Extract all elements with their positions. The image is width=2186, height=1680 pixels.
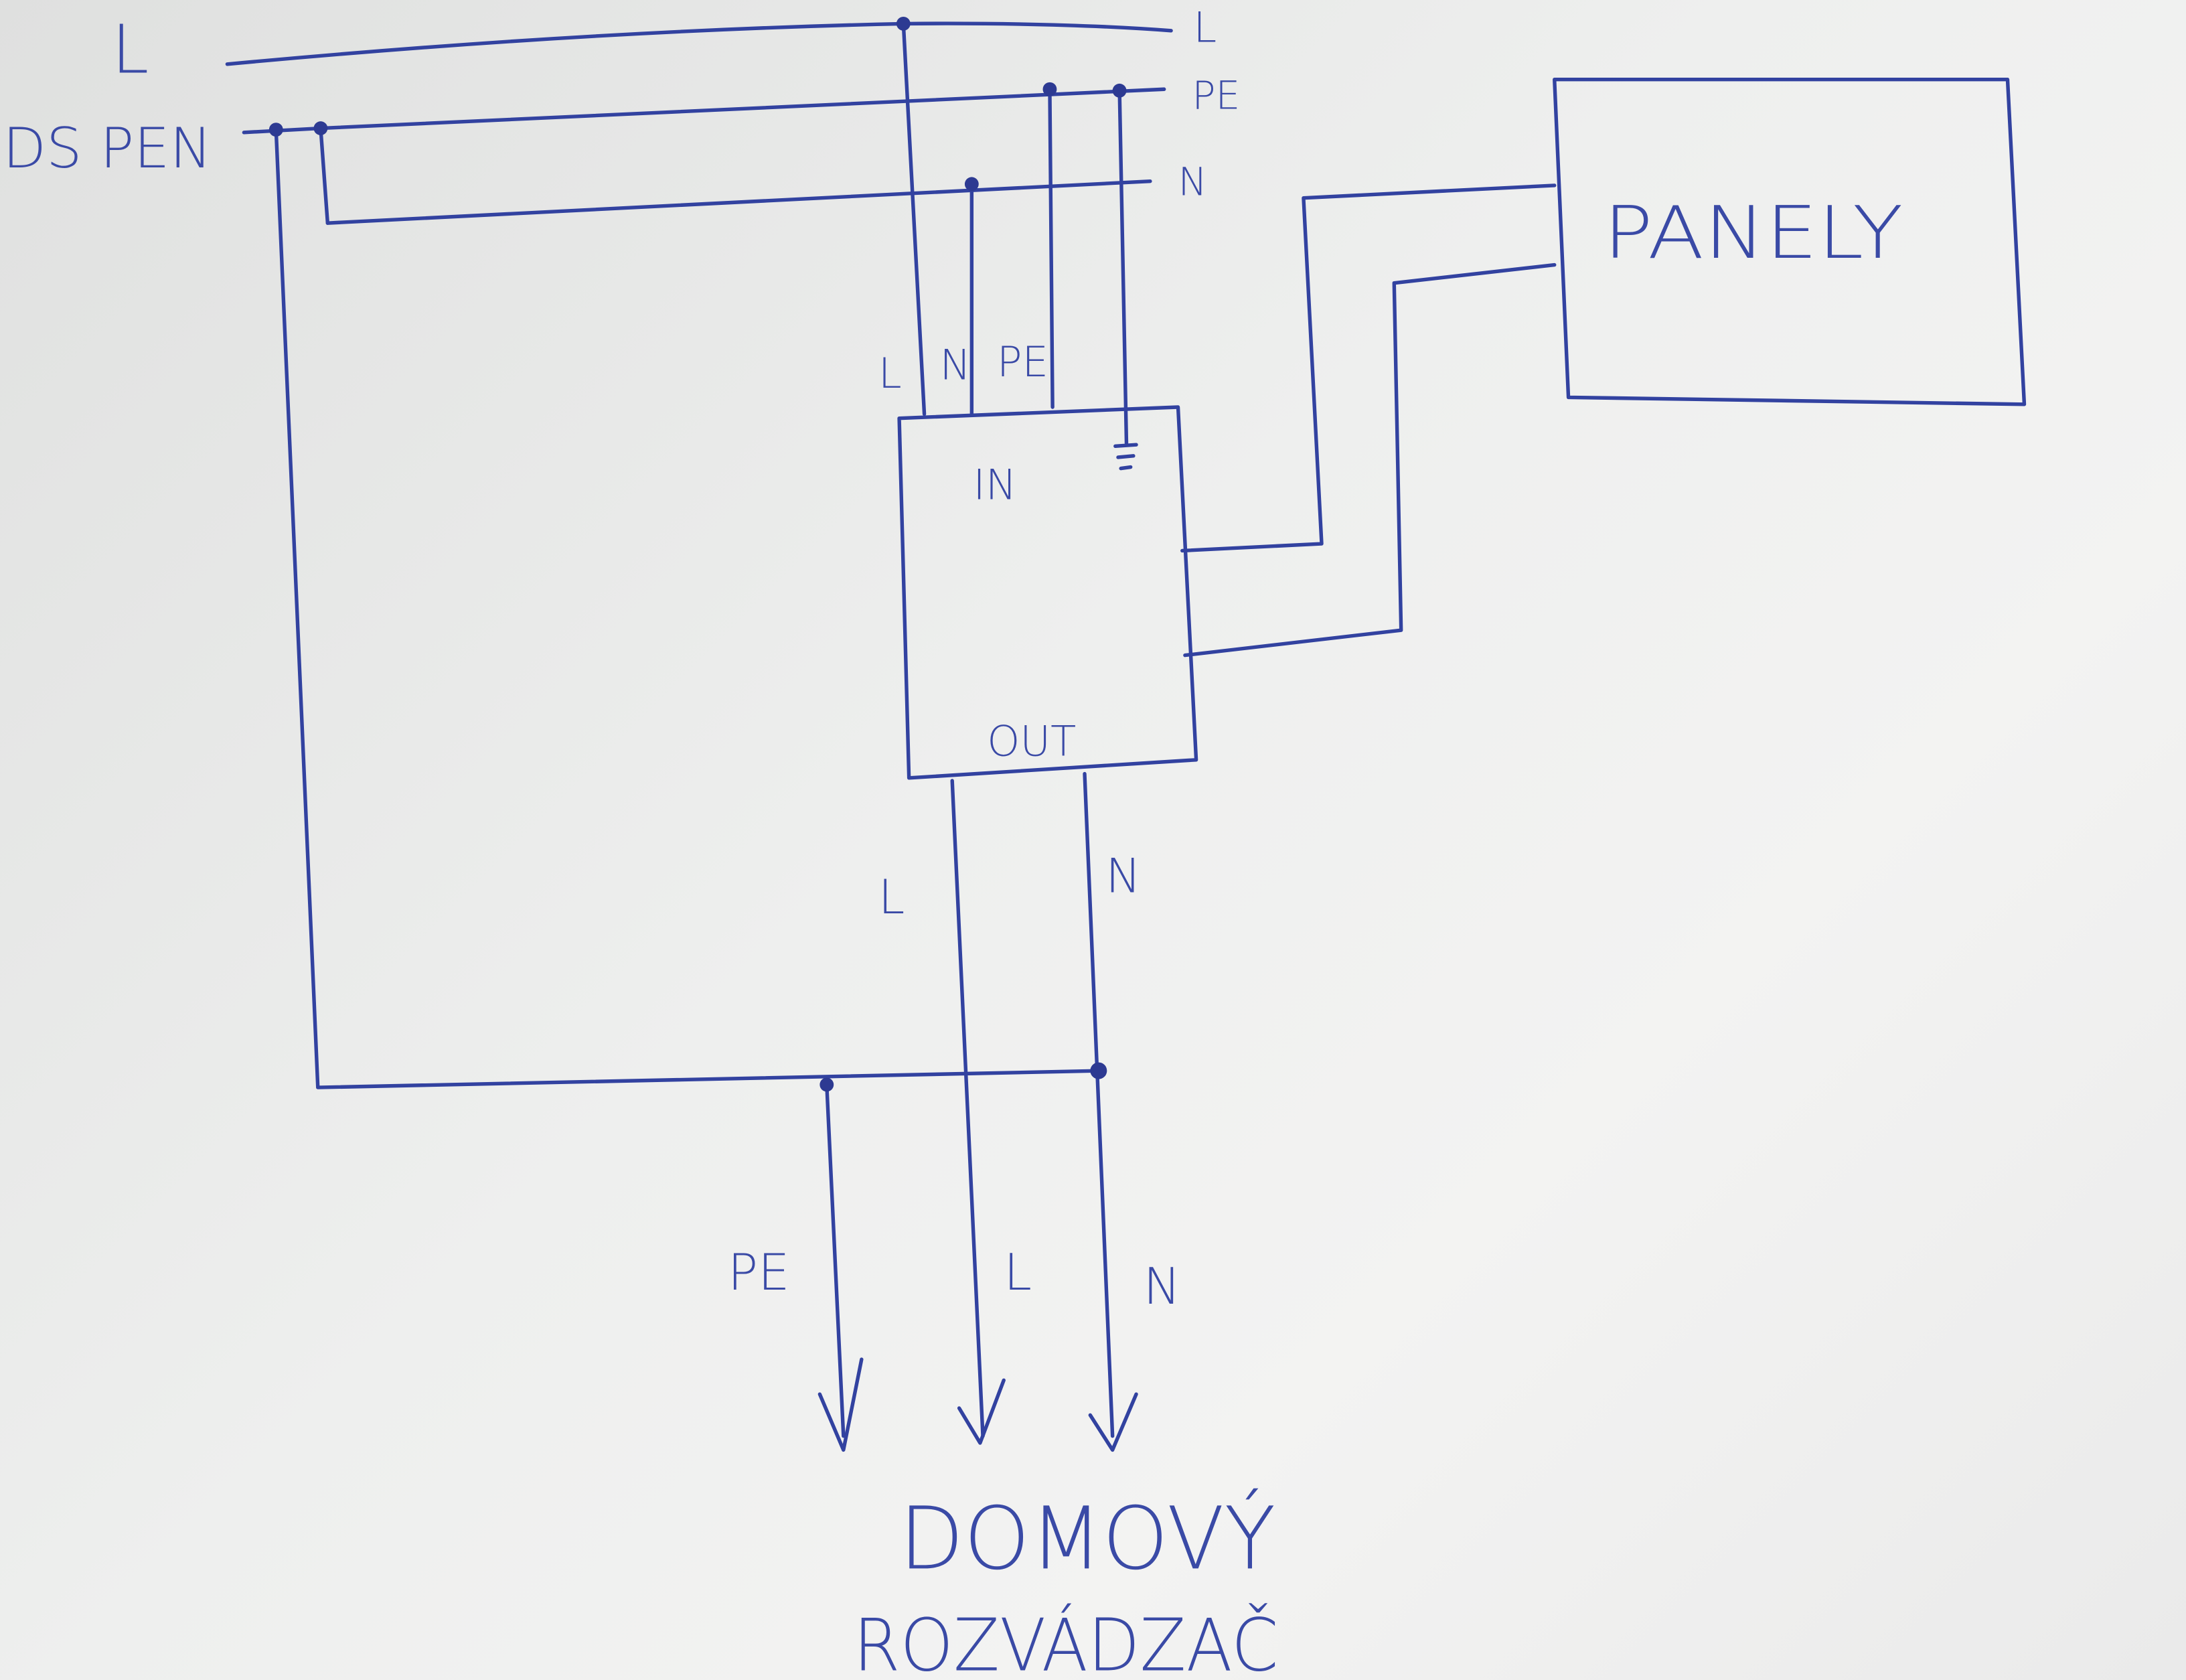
label-feed-n: N bbox=[1143, 1257, 1180, 1316]
junction-dot bbox=[1042, 82, 1057, 96]
wire-out-l bbox=[950, 779, 985, 1438]
label-destination-line2: ROZVÁDZAČ bbox=[853, 1602, 1278, 1680]
label-bus-l: L bbox=[1193, 3, 1217, 52]
label-destination-line1: DOMOVÝ bbox=[899, 1488, 1275, 1589]
label-in-pe: PE bbox=[997, 337, 1048, 386]
label-in-n: N bbox=[939, 340, 971, 389]
label-in-l: L bbox=[878, 349, 902, 398]
wire-n-bus bbox=[325, 179, 1152, 225]
inverter-box bbox=[897, 405, 1198, 780]
junction-dot bbox=[819, 1077, 834, 1092]
arrow-l bbox=[957, 1378, 1006, 1445]
ground-icon bbox=[1113, 443, 1138, 471]
label-bus-n: N bbox=[1178, 159, 1208, 205]
junction-dot bbox=[1090, 1062, 1107, 1079]
wire-l-drop bbox=[901, 21, 927, 416]
junction-dot bbox=[964, 177, 979, 192]
label-feed-l: L bbox=[1004, 1243, 1032, 1302]
wire-pen-return bbox=[274, 127, 1103, 1089]
junction-dot bbox=[313, 121, 328, 135]
wire-panel-2 bbox=[1183, 262, 1557, 658]
label-inverter-in: IN bbox=[973, 460, 1016, 509]
label-source-pen: DS PEN bbox=[3, 116, 212, 181]
label-out-n: N bbox=[1105, 848, 1141, 904]
junction-dot bbox=[1112, 83, 1127, 98]
label-inverter-out: OUT bbox=[987, 717, 1076, 766]
wire-ground-drop bbox=[1117, 87, 1129, 445]
wire-pe-drop bbox=[1048, 87, 1055, 409]
label-panels: PANELY bbox=[1604, 191, 1903, 275]
label-feed-pe: PE bbox=[728, 1243, 790, 1302]
wire-panel-1 bbox=[1180, 183, 1557, 553]
wire-pe-bus bbox=[319, 87, 1166, 131]
wire-pen-stub bbox=[242, 126, 330, 225]
arrow-pe bbox=[817, 1357, 864, 1452]
wire-out-n bbox=[1083, 771, 1115, 1438]
junction-dot bbox=[268, 123, 283, 137]
label-out-l: L bbox=[878, 869, 905, 925]
label-bus-pe: PE bbox=[1192, 72, 1240, 118]
arrow-n bbox=[1088, 1392, 1138, 1452]
junction-dot bbox=[896, 16, 911, 31]
wire-out-pe bbox=[825, 1083, 846, 1438]
label-source-l: L bbox=[112, 10, 149, 88]
panels-box bbox=[1553, 77, 2027, 406]
wire-l-bus bbox=[225, 21, 1173, 66]
